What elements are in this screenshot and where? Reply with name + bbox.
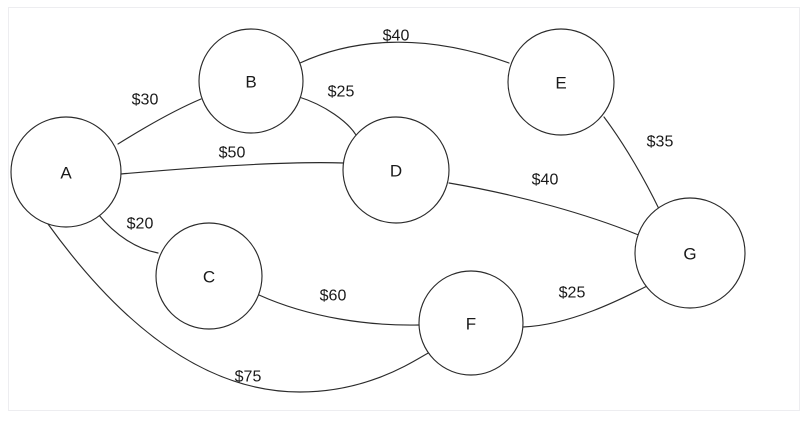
node-label-e: E <box>555 74 566 93</box>
node-label-c: C <box>203 268 215 287</box>
edges-layer <box>47 41 660 393</box>
edge-e-g-weight-label: $35 <box>647 134 674 151</box>
edge-b-d-weight-label: $25 <box>328 84 355 101</box>
edge-a-b-weight-label: $30 <box>132 92 159 109</box>
edge-a-b[interactable] <box>117 98 202 145</box>
node-circle-a[interactable] <box>10 116 122 228</box>
edge-a-c-weight-label: $20 <box>127 216 154 233</box>
node-e[interactable]: E <box>507 28 615 136</box>
node-c[interactable]: C <box>155 222 263 330</box>
node-circle-e[interactable] <box>507 28 615 136</box>
node-f[interactable]: F <box>418 270 524 376</box>
edge-c-f-weight-label: $60 <box>320 288 347 305</box>
node-b[interactable]: B <box>198 28 304 134</box>
node-label-f: F <box>466 315 476 334</box>
edge-a-c[interactable] <box>97 213 159 254</box>
node-d[interactable]: D <box>342 116 450 224</box>
edge-labels-layer: $30 $50 $40 $25 $35 $40 $20 $60 $25 $75 <box>127 28 674 386</box>
node-circle-c[interactable] <box>155 222 263 330</box>
edge-f-g[interactable] <box>522 283 652 328</box>
node-circle-f[interactable] <box>418 270 524 376</box>
node-label-b: B <box>245 73 256 92</box>
node-label-a: A <box>60 164 72 183</box>
node-circle-b[interactable] <box>198 28 304 134</box>
edge-b-d[interactable] <box>298 96 357 136</box>
node-label-d: D <box>390 162 402 181</box>
edge-a-d-weight-label: $50 <box>219 145 246 162</box>
edge-b-e-weight-label: $40 <box>383 28 410 45</box>
nodes-layer: A B C D E F G <box>10 28 746 376</box>
edge-e-g[interactable] <box>603 116 660 210</box>
node-label-g: G <box>683 245 696 264</box>
edge-b-e[interactable] <box>299 41 510 64</box>
edge-a-f[interactable] <box>47 223 431 393</box>
node-g[interactable]: G <box>634 197 746 309</box>
edge-a-d[interactable] <box>120 162 345 175</box>
node-circle-g[interactable] <box>634 197 746 309</box>
node-circle-d[interactable] <box>342 116 450 224</box>
edge-a-f-weight-label: $75 <box>235 369 262 386</box>
edge-d-g-weight-label: $40 <box>532 172 559 189</box>
edge-f-g-weight-label: $25 <box>559 285 586 302</box>
edge-c-f[interactable] <box>258 294 420 326</box>
edge-d-g[interactable] <box>448 182 642 237</box>
node-a[interactable]: A <box>10 116 122 228</box>
